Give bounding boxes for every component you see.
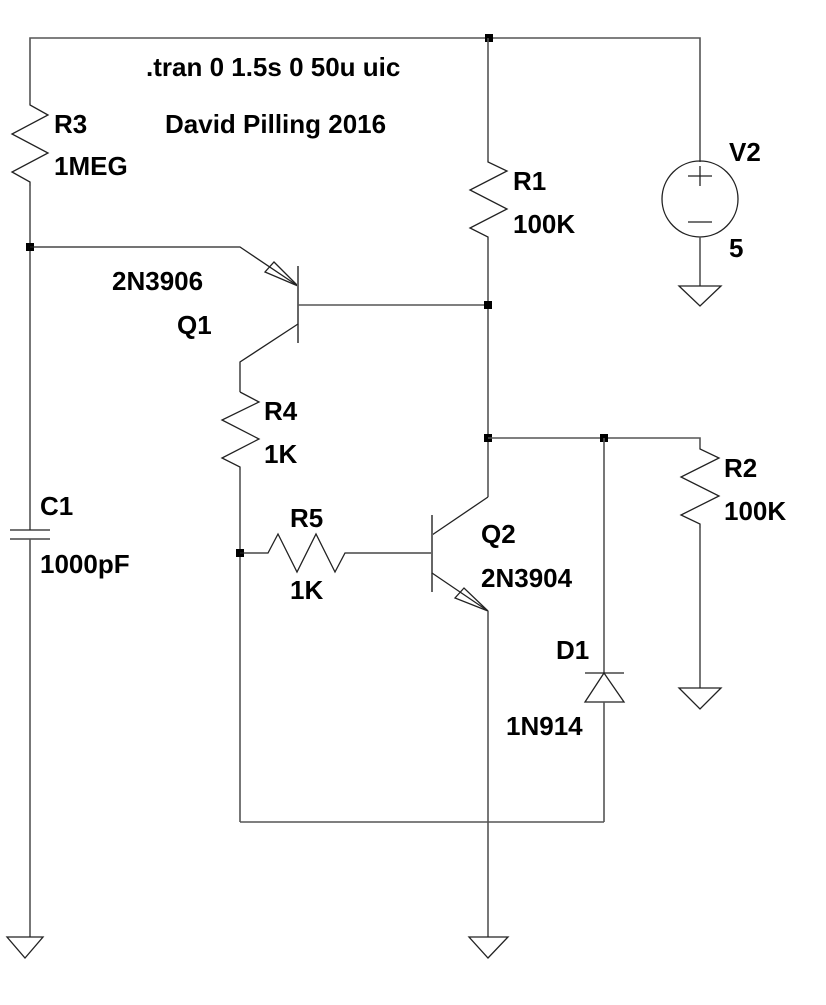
directive-author: David Pilling 2016	[165, 109, 386, 139]
junction-top	[485, 34, 493, 42]
r3-value: 1MEG	[54, 151, 128, 181]
r1-name: R1	[513, 166, 546, 196]
directive-tran: .tran 0 1.5s 0 50u uic	[146, 52, 400, 82]
r2-name: R2	[724, 453, 757, 483]
d1-name: D1	[556, 635, 589, 665]
r5-value: 1K	[290, 575, 323, 605]
v2-name: V2	[729, 137, 761, 167]
wire-top-rail	[29, 37, 701, 153]
resistor-r3	[10, 103, 50, 186]
v2-value: 5	[729, 233, 743, 263]
resistor-r5	[240, 532, 432, 574]
r1-value: 100K	[513, 209, 575, 239]
c1-value: 1000pF	[40, 549, 130, 579]
wire-q1-collector	[239, 323, 299, 392]
r4-name: R4	[264, 396, 298, 426]
q2-model: 2N3904	[481, 563, 573, 593]
ground-c1-icon	[5, 936, 45, 959]
resistor-r1	[468, 160, 509, 240]
ground-v2-icon	[677, 285, 723, 307]
wire-q2-collector	[431, 496, 489, 536]
d1-model: 1N914	[506, 711, 583, 741]
q1-emitter-arrow-icon	[263, 261, 299, 287]
junction-r1-q1base	[484, 301, 492, 309]
d1-anode-triangle	[583, 671, 626, 703]
r2-value: 100K	[724, 496, 786, 526]
q1-name: Q1	[177, 310, 212, 340]
ground-r2-icon	[677, 687, 723, 710]
r4-value: 1K	[264, 439, 297, 469]
ground-q2-icon	[467, 936, 510, 959]
q2-name: Q2	[481, 519, 516, 549]
resistor-r2	[679, 448, 721, 528]
r3-name: R3	[54, 109, 87, 139]
q1-model: 2N3906	[112, 266, 203, 296]
c1-name: C1	[40, 491, 73, 521]
r5-name: R5	[290, 503, 323, 533]
wire-q1-emitter	[30, 246, 299, 287]
wire-collector-node	[488, 437, 701, 448]
q2-emitter-arrow-icon	[453, 587, 489, 612]
resistor-r4	[220, 391, 261, 470]
